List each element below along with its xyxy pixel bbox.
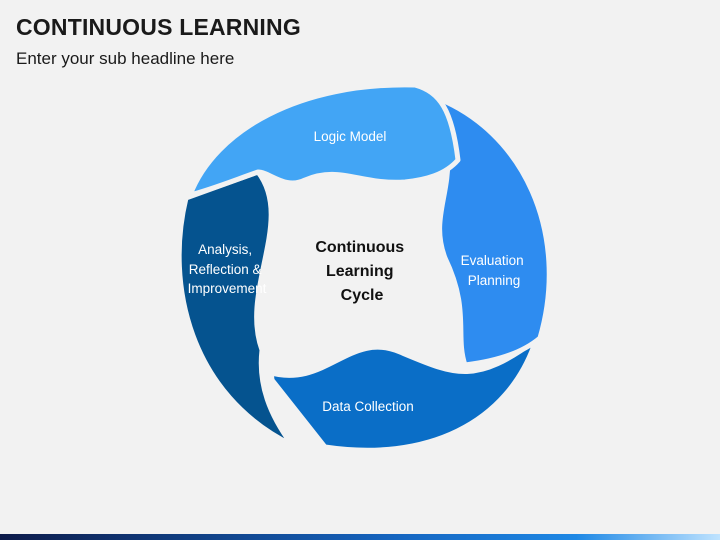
- segment-evaluation-planning: [429, 93, 552, 368]
- label-analysis-reflection-improvement: Analysis, Reflection & Improvement: [188, 242, 267, 296]
- segment-logic-model: [187, 82, 461, 198]
- page-title: CONTINUOUS LEARNING: [16, 14, 301, 40]
- center-label: Continuous Learning Cycle: [315, 239, 408, 304]
- footer-gradient-bar: [0, 534, 720, 540]
- label-evaluation-planning: Evaluation Planning: [461, 253, 528, 288]
- segment-analysis-reflection-improvement: [176, 169, 295, 448]
- segment-data-collection: [265, 337, 539, 453]
- page-subtitle: Enter your sub headline here: [16, 49, 235, 68]
- label-logic-model: Logic Model: [314, 129, 387, 144]
- label-data-collection: Data Collection: [322, 399, 414, 414]
